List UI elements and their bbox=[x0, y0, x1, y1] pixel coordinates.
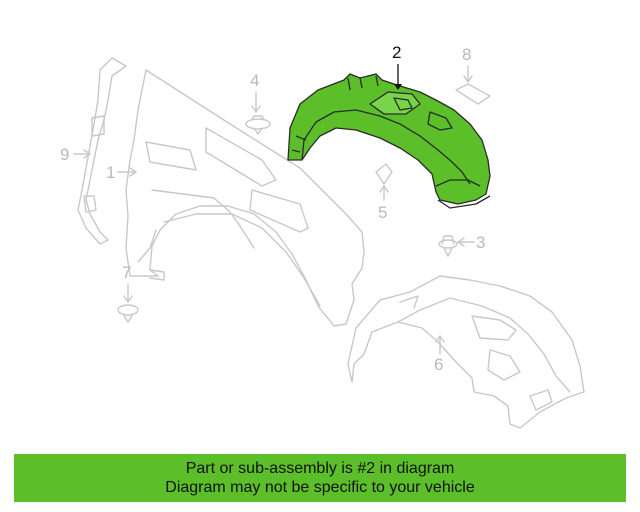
callout-5: 5 bbox=[378, 203, 388, 222]
banner-line-1: Part or sub-assembly is #2 in diagram bbox=[185, 460, 455, 477]
part-4-clip bbox=[245, 91, 271, 135]
part-6-liner bbox=[347, 275, 585, 429]
part-9-bracket bbox=[77, 57, 127, 245]
info-banner: Part or sub-assembly is #2 in diagram Di… bbox=[14, 454, 626, 502]
part-7-clip bbox=[117, 283, 139, 323]
callout-9: 9 bbox=[60, 145, 70, 164]
part-2-wheel-liner bbox=[287, 64, 491, 209]
callout-6: 6 bbox=[434, 355, 444, 374]
parts-diagram bbox=[73, 57, 585, 429]
banner-line-2: Diagram may not be specific to your vehi… bbox=[165, 479, 475, 496]
part-1-fender bbox=[125, 69, 365, 327]
callout-1: 1 bbox=[106, 163, 116, 182]
callout-8: 8 bbox=[462, 45, 472, 64]
part-5-clip bbox=[375, 163, 393, 201]
callout-2: 2 bbox=[392, 43, 402, 62]
callout-3: 3 bbox=[476, 233, 486, 252]
callout-7: 7 bbox=[122, 263, 132, 282]
part-8-pad bbox=[455, 65, 491, 105]
leader-lines bbox=[73, 149, 137, 177]
callout-4: 4 bbox=[250, 71, 260, 90]
part-3-pushpin bbox=[438, 235, 475, 257]
